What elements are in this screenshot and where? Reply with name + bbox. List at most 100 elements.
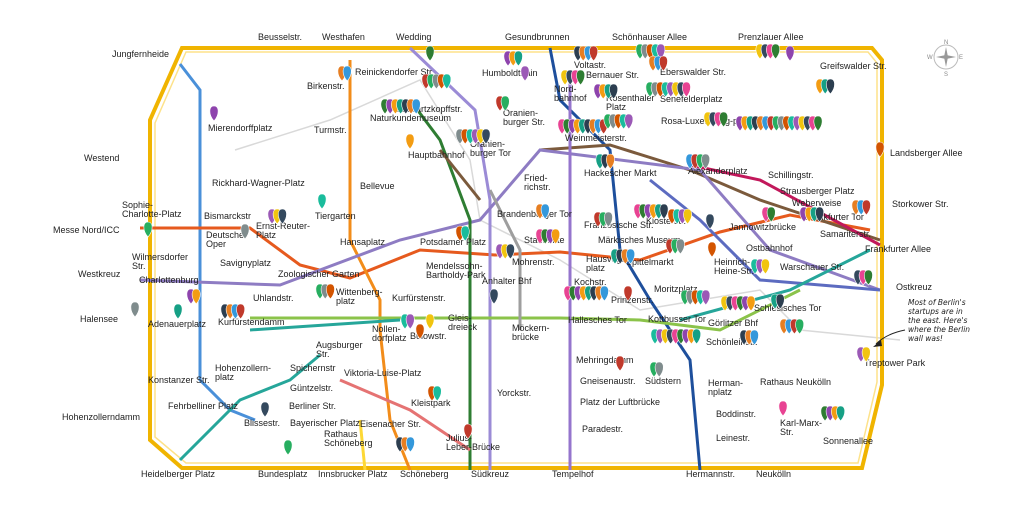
station-storkower-str: Storkower Str.: [892, 199, 949, 209]
startup-pin: [540, 203, 550, 220]
startup-pin: [705, 213, 715, 230]
startup-pin: [760, 258, 770, 275]
startup-pin: [863, 269, 873, 286]
startup-pin: [815, 206, 825, 223]
startup-pin: [415, 323, 425, 340]
station-yorckstr: Yorckstr.: [497, 388, 531, 398]
station-wittenbergplatz: Wittenberg-platz: [336, 287, 383, 306]
startup-pin: [209, 105, 219, 122]
line-red-1: [339, 378, 471, 452]
startup-pin: [500, 95, 510, 112]
station-spittelmarkt: Spittelmarkt: [626, 257, 674, 267]
startup-pin: [463, 423, 473, 440]
startup-pin: [825, 78, 835, 95]
station-neukoelln: Neukölln: [756, 469, 791, 479]
station-blissestr: Blissestr.: [244, 418, 280, 428]
compass-n: N: [944, 40, 948, 46]
startup-pin: [656, 43, 666, 60]
startup-pin: [658, 55, 668, 72]
station-hallesches-tor: Hallesches Tor: [568, 315, 627, 325]
startup-pin: [317, 193, 327, 210]
startup-pin: [442, 73, 452, 90]
station-jannowitzbruecke: Jannowitzbrücke: [729, 222, 796, 232]
station-kottbusser-tor: Kottbusser Tor: [648, 314, 706, 324]
station-humboldthain: Humboldthain: [482, 68, 538, 78]
startup-pin: [626, 248, 636, 265]
startup-pin: [681, 81, 691, 98]
station-guentzelstr: Güntzelstr.: [290, 383, 333, 393]
line-u2: [140, 213, 871, 280]
startup-pin: [283, 439, 293, 456]
station-hohenzollernplatz: Hohenzollern-platz: [215, 363, 271, 382]
startup-pin: [675, 238, 685, 255]
line-u1: [250, 288, 801, 332]
station-karl-marx-str: Karl-Marx-Str.: [780, 418, 822, 437]
station-hansaplatz: Hansaplatz: [340, 237, 386, 247]
station-brandenburger-tor: Brandenburger Tor: [497, 209, 572, 219]
line-brown: [438, 149, 482, 201]
station-senefelderplatz: Senefelderplatz: [660, 94, 723, 104]
station-heinrich-heine-str: Heinrich-Heine-Str.: [714, 257, 754, 276]
startup-pin: [405, 313, 415, 330]
station-nollendorfplatz: Nollen-dorfplatz: [372, 324, 407, 343]
station-gneisenaustr: Gneisenaustr.: [580, 376, 636, 386]
station-goerlitzer-bhf: Görlitzer Bhf: [708, 318, 759, 328]
startup-pin: [615, 355, 625, 372]
startup-pin: [609, 83, 619, 100]
station-reinickendorfer-str: Reinickendorfer Str.: [355, 67, 434, 77]
station-tiergarten: Tiergarten: [315, 211, 356, 221]
startup-pin: [405, 436, 415, 453]
station-friedrichstr: Fried-richstr.: [524, 173, 551, 192]
station-viktoria-luise-platz: Viktoria-Luise-Platz: [344, 368, 422, 378]
line-u4: [358, 419, 367, 471]
station-beusselstr: Beusselstr.: [258, 32, 302, 42]
station-ostbahnhof: Ostbahnhof: [746, 243, 793, 253]
compass-w: W: [927, 55, 933, 61]
startup-pin: [425, 313, 435, 330]
station-samariterstr: Samariterstr.: [820, 229, 871, 239]
startup-pin: [432, 385, 442, 402]
station-sophie-charlotte-platz: Sophie-Charlotte-Platz: [122, 200, 182, 219]
line-green-east: [679, 248, 871, 322]
line-s-center: [139, 148, 881, 292]
station-naturkundemuseum: Naturkundemuseum: [370, 113, 451, 123]
station-bundesplatz: Bundesplatz: [258, 469, 308, 479]
station-westkreuz: Westkreuz: [78, 269, 121, 279]
station-ernst-reuter-platz: Ernst-Reuter-Platz: [256, 221, 310, 240]
startup-pin: [778, 400, 788, 417]
compass-e: E: [959, 55, 963, 61]
station-halensee: Halensee: [80, 314, 118, 324]
station-savignyplatz: Savignyplatz: [220, 258, 272, 268]
station-suedstern: Südstern: [645, 376, 681, 386]
station-kurfuerstenstr: Kurfürstenstr.: [392, 293, 446, 303]
station-kurfuerstendamm: Kurfürstendamm: [218, 317, 285, 327]
station-julius-leber-bruecke: Julius-Leber-Brücke: [446, 433, 500, 452]
station-spichernstr: Spichernstr: [290, 363, 336, 373]
startup-pin: [707, 241, 717, 258]
station-schwartzkopffstr: Schwartzkopffstr.: [394, 104, 462, 114]
startup-pin: [191, 288, 201, 305]
station-strausberger-platz: Strausberger Platz: [780, 186, 855, 196]
station-prinzenstr: Prinzenstr.: [611, 295, 654, 305]
station-heidelberger-platz: Heidelberger Platz: [141, 469, 216, 479]
station-hauptbahnhof: Hauptbahnhof: [408, 150, 465, 160]
startup-pin: [771, 43, 781, 60]
startup-pin: [130, 301, 140, 318]
startup-pin: [605, 153, 615, 170]
station-tempelhof: Tempelhof: [552, 469, 594, 479]
station-messe-nord: Messe Nord/ICC: [53, 225, 120, 235]
station-mohrenstr: Mohrenstr.: [512, 257, 555, 267]
station-alexanderplatz: Alexanderplatz: [688, 166, 748, 176]
startup-pin: [746, 295, 756, 312]
line-u6: [408, 46, 492, 470]
startup-pin: [489, 288, 499, 305]
station-prenzlauer-allee: Prenzlauer Allee: [738, 32, 804, 42]
station-kleistpark: Kleistpark: [411, 398, 451, 408]
startup-pin: [766, 206, 776, 223]
station-schoeneberg: Schöneberg: [400, 469, 449, 479]
